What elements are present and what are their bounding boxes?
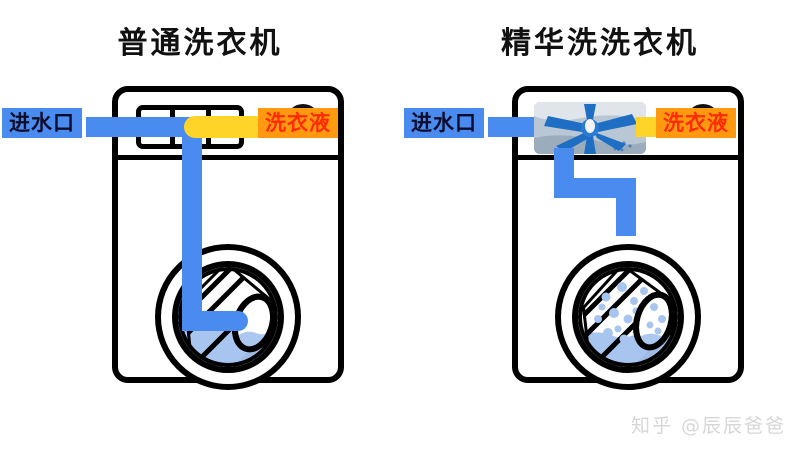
drum-contents-right [578, 267, 678, 367]
panel-title-left: 普通洗衣机 [117, 26, 283, 61]
water-pipe-vertical-left [182, 117, 202, 329]
panel-title-right: 精华洗洗衣机 [501, 26, 699, 61]
mixed-pipe-segment-4 [616, 212, 636, 236]
inlet-water-pipe-horizontal [488, 117, 534, 137]
essence-mixer-module-icon[interactable] [534, 102, 646, 154]
impeller-icon [534, 102, 646, 154]
inlet-label-left: 进水口 [2, 108, 82, 139]
detergent-pipe-left [184, 116, 266, 138]
washer-door-right[interactable] [555, 244, 701, 390]
detergent-label-left: 洗衣液 [258, 108, 338, 139]
inlet-water-pipe-horizontal [86, 117, 194, 137]
watermark: 知乎 @辰辰爸爸 [630, 415, 786, 437]
water-pipe-elbow-left [182, 311, 248, 331]
control-panel-divider [118, 155, 338, 160]
control-panel-divider [518, 155, 738, 160]
detergent-label-right: 洗衣液 [656, 108, 736, 139]
mixed-pipe-segment-2 [554, 178, 636, 198]
panel-essence-washer: 精华洗洗衣机 [400, 0, 800, 450]
washer-drum-right [572, 261, 684, 373]
panel-ordinary-washer: 普通洗衣机 [2, 26, 344, 390]
inlet-label-right: 进水口 [404, 108, 484, 139]
